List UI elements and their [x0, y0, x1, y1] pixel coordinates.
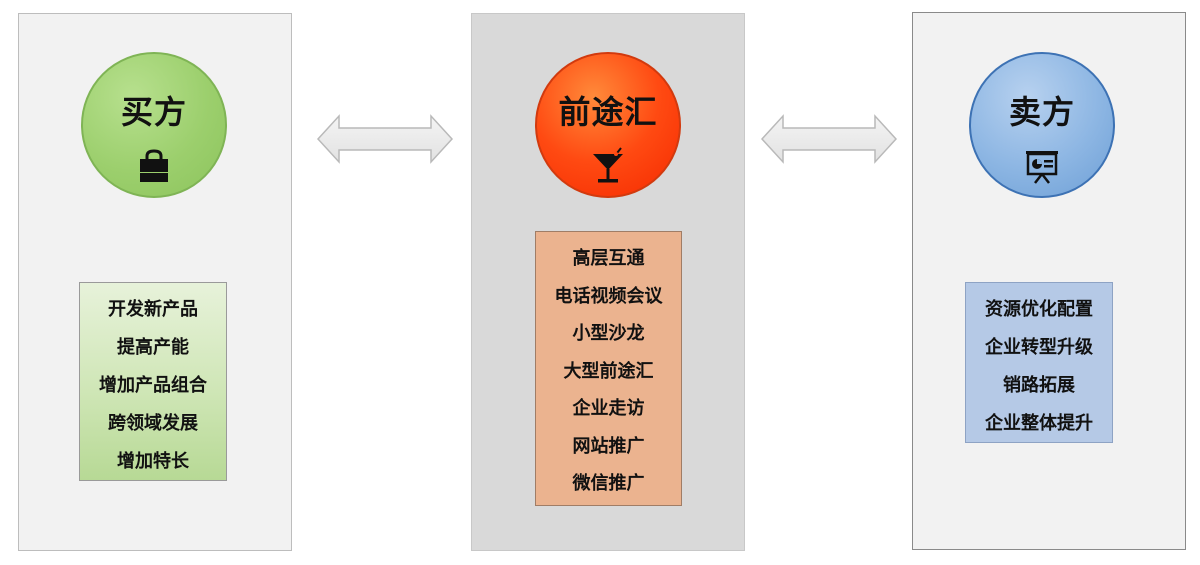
- hub-circle: 前途汇: [535, 52, 681, 198]
- shopping-bag-icon: [140, 149, 168, 182]
- seller-list-box: 资源优化配置 企业转型升级 销路拓展 企业整体提升: [965, 282, 1113, 443]
- list-item: 网站推广: [572, 435, 645, 457]
- list-item: 企业走访: [572, 398, 645, 419]
- list-item: 跨领域发展: [108, 413, 198, 434]
- double-arrow-icon: [317, 114, 453, 164]
- list-item: 小型沙龙: [572, 323, 645, 344]
- double-arrow-icon: [761, 114, 897, 164]
- buyer-title: 买方: [120, 93, 187, 131]
- list-item: 资源优化配置: [985, 299, 1093, 320]
- list-item: 销路拓展: [1003, 375, 1075, 396]
- list-item: 增加特长: [117, 451, 189, 472]
- hub-list: 高层互通 电话视频会议 小型沙龙 大型前途汇 企业走访 网站推广 微信推广: [536, 232, 681, 504]
- list-item: 增加产品组合: [99, 375, 207, 396]
- hub-title: 前途汇: [558, 93, 658, 131]
- buyer-list-box: 开发新产品 提高产能 增加产品组合 跨领域发展 增加特长: [79, 282, 227, 481]
- presentation-board-icon: [1026, 151, 1058, 184]
- seller-list: 资源优化配置 企业转型升级 销路拓展 企业整体提升: [966, 283, 1112, 443]
- list-item: 高层互通: [572, 248, 645, 269]
- buyer-list: 开发新产品 提高产能 增加产品组合 跨领域发展 增加特长: [80, 283, 226, 481]
- seller-circle: 卖方: [969, 52, 1115, 198]
- list-item: 开发新产品: [108, 299, 198, 320]
- list-item: 提高产能: [117, 337, 189, 358]
- list-item: 大型前途汇: [563, 360, 654, 382]
- list-item: 企业整体提升: [985, 413, 1093, 434]
- list-item: 微信推广: [572, 473, 645, 494]
- buyer-circle: 买方: [81, 52, 227, 198]
- hub-list-box: 高层互通 电话视频会议 小型沙龙 大型前途汇 企业走访 网站推广 微信推广: [535, 231, 682, 506]
- list-item: 电话视频会议: [554, 285, 663, 307]
- list-item: 企业转型升级: [985, 337, 1093, 358]
- cocktail-glass-icon: [593, 147, 623, 183]
- seller-title: 卖方: [1008, 93, 1075, 131]
